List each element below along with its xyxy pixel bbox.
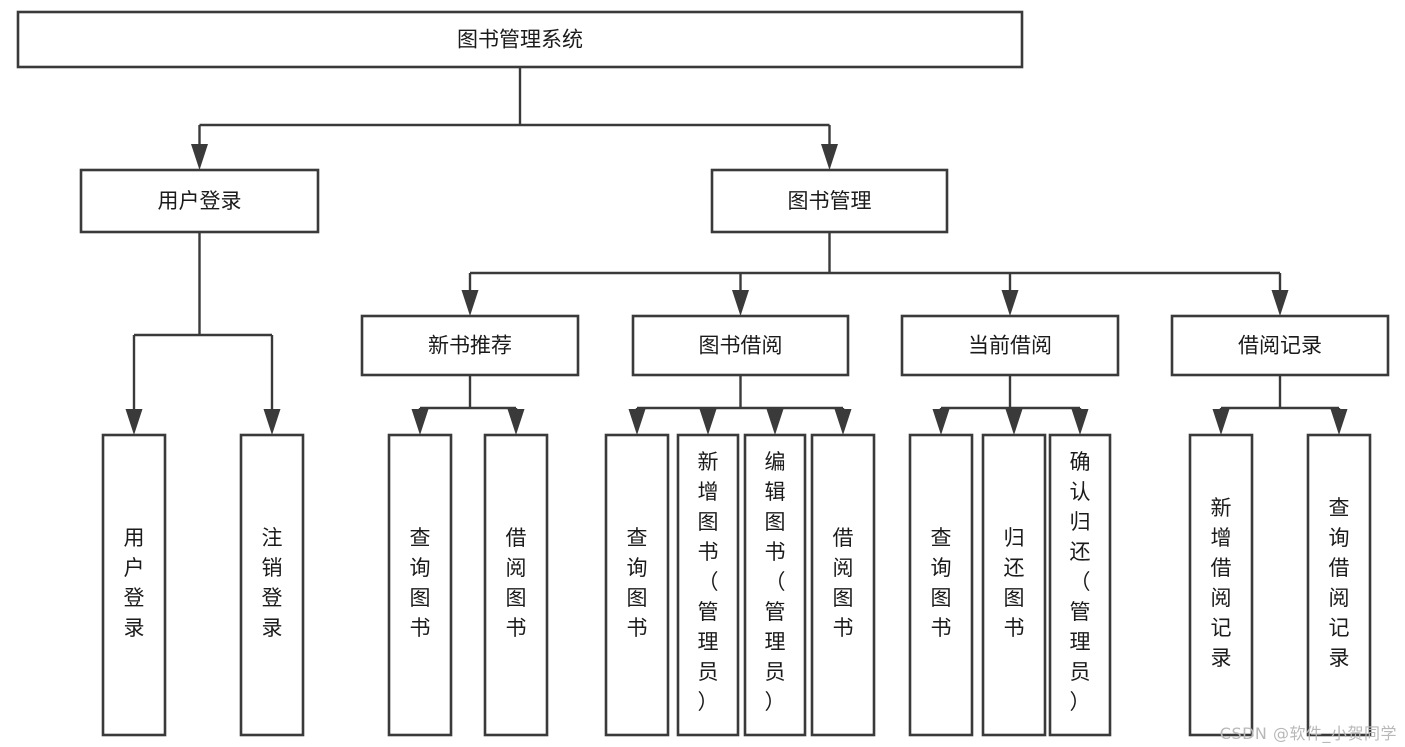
node-layer: 图书管理系统用户登录图书管理新书推荐图书借阅当前借阅借阅记录用户登录注销登录查询… bbox=[16, 10, 1390, 737]
node-leaf-2[interactable]: 查询图书 bbox=[387, 433, 453, 737]
node-leaf-4-label: 查询图书 bbox=[627, 526, 648, 640]
node-leaf-8-box[interactable] bbox=[908, 433, 974, 737]
node-leaf-5-label: 新增图书（管理员） bbox=[698, 450, 719, 714]
node-l3-2-label: 当前借阅 bbox=[968, 334, 1052, 358]
node-leaf-11-label: 新增借阅记录 bbox=[1211, 496, 1232, 670]
node-l3-3-label: 借阅记录 bbox=[1238, 334, 1322, 358]
node-leaf-12[interactable]: 查询借阅记录 bbox=[1306, 433, 1372, 737]
l3-2-branch-1-arrow-icon bbox=[1005, 409, 1023, 435]
node-leaf-7[interactable]: 借阅图书 bbox=[810, 433, 876, 737]
node-leaf-1-box[interactable] bbox=[239, 433, 305, 737]
l3-2-branch-2-arrow-icon bbox=[1071, 409, 1089, 435]
node-l3-1-label: 图书借阅 bbox=[699, 334, 783, 358]
node-leaf-12-box[interactable] bbox=[1306, 433, 1372, 737]
node-root-box[interactable] bbox=[16, 10, 1024, 69]
node-root[interactable]: 图书管理系统 bbox=[16, 10, 1024, 69]
node-leaf-8-label: 查询图书 bbox=[931, 526, 952, 640]
l3-1-branch-1-arrow-icon bbox=[699, 409, 717, 435]
node-leaf-9-label: 归还图书 bbox=[1004, 526, 1025, 640]
login-branch-1-arrow-icon bbox=[263, 409, 281, 435]
node-l3-2[interactable]: 当前借阅 bbox=[900, 314, 1120, 377]
l3-1-branch-2-arrow-icon bbox=[766, 409, 784, 435]
node-leaf-7-box[interactable] bbox=[810, 433, 876, 737]
node-leaf-4[interactable]: 查询图书 bbox=[604, 433, 670, 737]
node-leaf-2-box[interactable] bbox=[387, 433, 453, 737]
l3-1-branch-0-arrow-icon bbox=[628, 409, 646, 435]
node-leaf-5[interactable]: 新增图书（管理员） bbox=[676, 433, 740, 737]
node-leaf-7-label: 借阅图书 bbox=[833, 526, 854, 640]
root-branch-1-arrow-icon bbox=[821, 144, 838, 170]
connector-layer bbox=[125, 67, 1348, 435]
node-l3-2-box[interactable] bbox=[900, 314, 1120, 377]
node-l2-1-label: 图书管理 bbox=[788, 189, 872, 213]
node-leaf-10-label: 确认归还（管理员） bbox=[1070, 450, 1091, 714]
node-leaf-9-box[interactable] bbox=[981, 433, 1047, 737]
node-leaf-9[interactable]: 归还图书 bbox=[981, 433, 1047, 737]
l3-2-branch-0-arrow-icon bbox=[932, 409, 950, 435]
node-l3-0[interactable]: 新书推荐 bbox=[360, 314, 580, 377]
mgmt-branch-1-arrow-icon bbox=[732, 290, 749, 316]
node-leaf-3-box[interactable] bbox=[483, 433, 549, 737]
mgmt-branch-0-arrow-icon bbox=[461, 290, 479, 316]
l3-0-branch-0-arrow-icon bbox=[411, 409, 429, 435]
node-leaf-4-box[interactable] bbox=[604, 433, 670, 737]
l3-1-branch-3-arrow-icon bbox=[834, 409, 852, 435]
l3-3-branch-1-arrow-icon bbox=[1330, 409, 1348, 435]
node-leaf-0-label: 用户登录 bbox=[124, 526, 145, 640]
l3-0-branch-1-arrow-icon bbox=[507, 409, 525, 435]
node-leaf-11-box[interactable] bbox=[1188, 433, 1254, 737]
root-branch-0-arrow-icon bbox=[191, 144, 208, 170]
node-leaf-6-box[interactable] bbox=[743, 433, 807, 737]
node-root-label: 图书管理系统 bbox=[457, 28, 583, 52]
node-leaf-2-label: 查询图书 bbox=[410, 526, 431, 640]
node-leaf-0-box[interactable] bbox=[101, 433, 167, 737]
node-l3-1-box[interactable] bbox=[631, 314, 850, 377]
node-leaf-6-label: 编辑图书（管理员） bbox=[765, 450, 786, 714]
node-leaf-11[interactable]: 新增借阅记录 bbox=[1188, 433, 1254, 737]
node-l2-1-box[interactable] bbox=[710, 168, 949, 234]
node-l3-0-label: 新书推荐 bbox=[428, 334, 512, 358]
login-branch-0-arrow-icon bbox=[125, 409, 143, 435]
node-l2-1[interactable]: 图书管理 bbox=[710, 168, 949, 234]
l3-3-branch-0-arrow-icon bbox=[1212, 409, 1230, 435]
node-leaf-8[interactable]: 查询图书 bbox=[908, 433, 974, 737]
node-l2-0[interactable]: 用户登录 bbox=[79, 168, 320, 234]
node-leaf-10[interactable]: 确认归还（管理员） bbox=[1048, 433, 1112, 737]
node-leaf-0[interactable]: 用户登录 bbox=[101, 433, 167, 737]
node-leaf-3[interactable]: 借阅图书 bbox=[483, 433, 549, 737]
node-l2-0-box[interactable] bbox=[79, 168, 320, 234]
node-leaf-6[interactable]: 编辑图书（管理员） bbox=[743, 433, 807, 737]
node-leaf-3-label: 借阅图书 bbox=[506, 526, 527, 640]
node-l3-0-box[interactable] bbox=[360, 314, 580, 377]
node-leaf-12-label: 查询借阅记录 bbox=[1329, 496, 1350, 670]
csdn-watermark: CSDN @软件_小贺同学 bbox=[1219, 724, 1397, 743]
node-leaf-10-box[interactable] bbox=[1048, 433, 1112, 737]
node-l3-3-box[interactable] bbox=[1170, 314, 1390, 377]
node-leaf-1-label: 注销登录 bbox=[262, 526, 283, 640]
mgmt-branch-3-arrow-icon bbox=[1271, 290, 1289, 316]
node-l2-0-label: 用户登录 bbox=[158, 189, 242, 213]
node-leaf-1[interactable]: 注销登录 bbox=[239, 433, 305, 737]
mgmt-branch-2-arrow-icon bbox=[1001, 290, 1019, 316]
node-leaf-5-box[interactable] bbox=[676, 433, 740, 737]
node-l3-3[interactable]: 借阅记录 bbox=[1170, 314, 1390, 377]
node-l3-1[interactable]: 图书借阅 bbox=[631, 314, 850, 377]
